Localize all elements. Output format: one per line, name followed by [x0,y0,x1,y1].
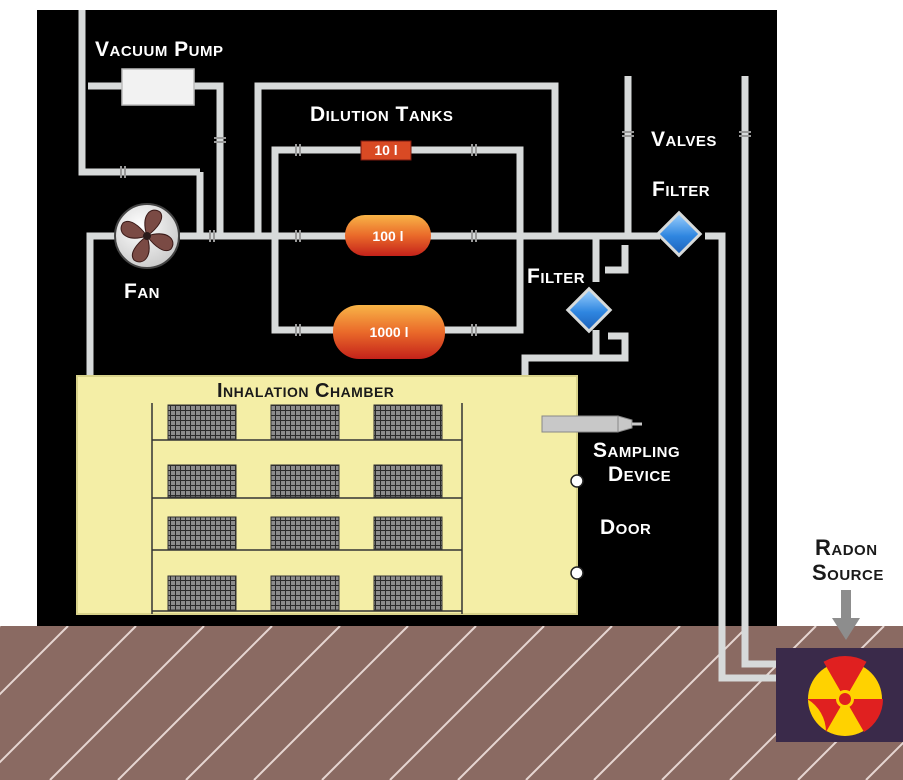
vacuum-pump [121,68,195,106]
radon-source-label-2: Source [812,560,884,585]
vacuum-pump-label: Vacuum Pump [95,38,224,61]
tank-large-label: 1000 l [370,324,409,340]
radon-arrow-icon [832,590,860,640]
valves-label: Valves [651,128,717,151]
radon-source-box [776,648,903,742]
tank-large: 1000 l [333,305,445,359]
floor-pipes [718,626,790,682]
door-hinge-top [570,474,584,488]
fan-label: Fan [124,280,160,303]
tank-small: 10 l [360,140,412,161]
floor [0,626,903,780]
diamond-filter-icon [655,210,703,258]
cage-rack [151,403,463,614]
door-label: Door [600,516,651,539]
inhalation-chamber-label: Inhalation Chamber [217,380,394,402]
valve-marks [120,131,751,336]
sampling-device [541,415,642,433]
fan-icon [114,203,180,269]
door-hinge-bottom [570,566,584,580]
tank-medium: 100 l [345,215,431,256]
filter-right-label: Filter [652,178,710,201]
sampling-device-label-2: Device [608,463,671,486]
filter-center-label: Filter [527,265,585,288]
radon-source-label-1: Radon [815,535,878,560]
diamond-filter-icon [565,286,613,334]
sampling-device-label-1: Sampling [593,439,680,462]
tank-small-label: 10 l [374,142,397,158]
radiation-trefoil-icon [807,656,884,736]
dilution-tanks-label: Dilution Tanks [310,103,453,126]
tank-medium-label: 100 l [372,228,403,244]
animal-cages [167,404,443,611]
